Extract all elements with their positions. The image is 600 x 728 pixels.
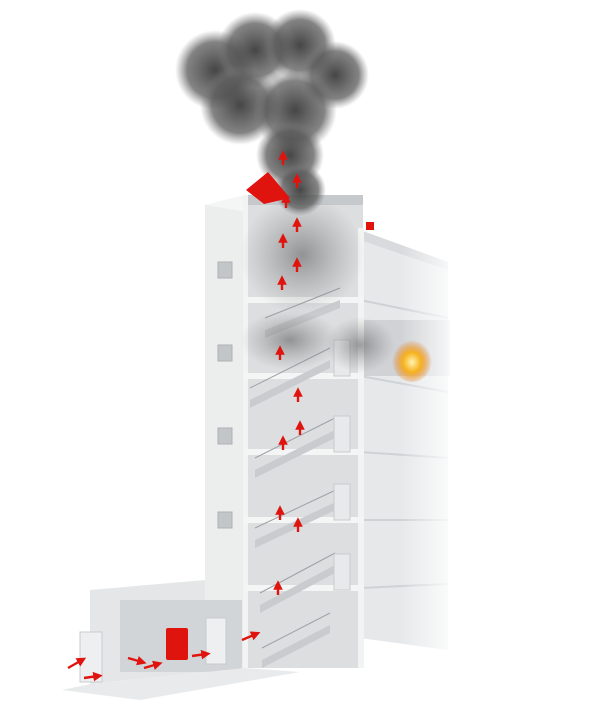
stair-flight bbox=[250, 360, 330, 408]
stair-handrail bbox=[259, 552, 336, 594]
airflow-arrows bbox=[273, 150, 305, 595]
stair-flight bbox=[255, 430, 335, 478]
arrow-right-icon bbox=[143, 660, 163, 670]
arrow-right-icon bbox=[191, 649, 211, 660]
flame-icon bbox=[392, 338, 432, 382]
arrow-right-icon bbox=[241, 631, 261, 642]
stair-flight bbox=[262, 625, 330, 668]
tower-window bbox=[217, 511, 233, 529]
smoke-plume bbox=[175, 9, 369, 216]
arrow-right-icon bbox=[83, 671, 103, 682]
shaft-door bbox=[205, 617, 227, 665]
arrow-right-icon bbox=[127, 656, 147, 666]
roof-vent-flap bbox=[246, 172, 290, 204]
arrow-right-icon bbox=[67, 657, 87, 670]
tower-window bbox=[217, 427, 233, 445]
stair-handrail bbox=[254, 417, 336, 459]
roof-vent-small bbox=[366, 222, 374, 230]
tower-window bbox=[217, 344, 233, 362]
tower-window bbox=[217, 261, 233, 279]
fan-cabinet bbox=[166, 628, 188, 660]
entry-door bbox=[79, 631, 103, 683]
stair-handrail bbox=[254, 487, 341, 529]
stair-flight bbox=[260, 565, 335, 613]
stair-handrail bbox=[261, 612, 331, 649]
building-wing bbox=[359, 228, 460, 668]
smoke-haze bbox=[240, 195, 395, 373]
intake-arrows bbox=[67, 631, 261, 682]
